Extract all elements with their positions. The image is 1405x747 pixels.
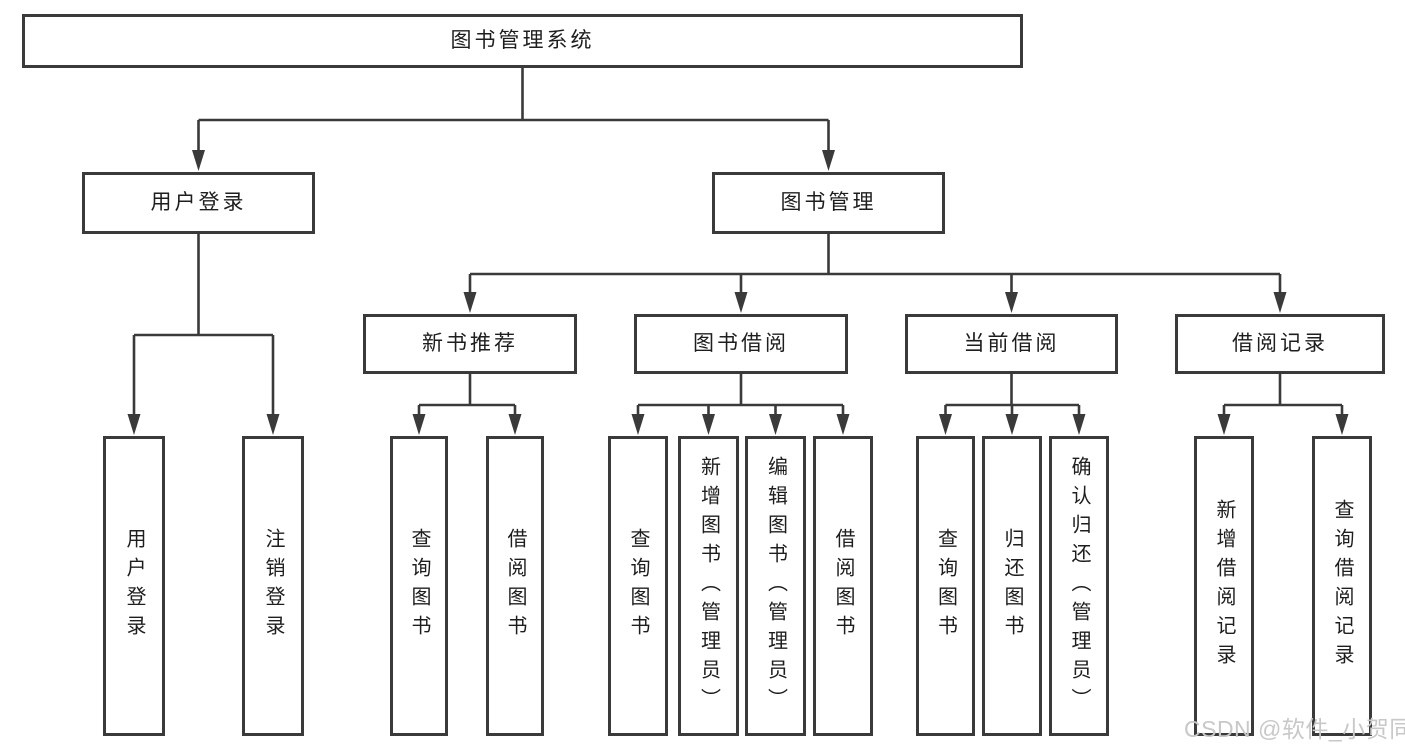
node-label: 查询图书 [408, 528, 430, 644]
node-leaf-new-query: 查询图书 [390, 436, 448, 736]
arrowhead-icon [1072, 414, 1086, 435]
node-label: 注销登录 [262, 528, 284, 644]
csdn-watermark: CSDN @软件_小贺同学 [1184, 716, 1405, 742]
arrowhead-icon [1217, 414, 1231, 435]
arrowhead-icon [1273, 292, 1287, 313]
node-label: 图书管理 [780, 191, 877, 215]
node-label: 借阅图书 [832, 528, 854, 644]
node-label: 借阅图书 [504, 528, 526, 644]
arrowhead-icon [1335, 414, 1349, 435]
node-borrow-records: 借阅记录 [1175, 314, 1385, 374]
node-leaf-logout: 注销登录 [242, 436, 304, 736]
node-leaf-bb-add: 新增图书（管理员） [678, 436, 739, 736]
arrowhead-icon [1005, 292, 1018, 313]
arrowhead-icon [631, 414, 645, 435]
node-book-borrow: 图书借阅 [634, 314, 848, 374]
node-label: 新增图书（管理员） [697, 455, 720, 717]
node-leaf-bb-borrow: 借阅图书 [813, 436, 873, 736]
node-label: 归还图书 [1001, 528, 1023, 644]
node-leaf-cb-return: 归还图书 [982, 436, 1042, 736]
arrowhead-icon [822, 150, 835, 171]
node-label: 图书管理系统 [450, 29, 595, 53]
node-leaf-bb-edit: 编辑图书（管理员） [745, 436, 806, 736]
edge-path [132, 68, 1344, 420]
arrowhead-icon [769, 414, 782, 435]
node-label: 查询图书 [934, 528, 957, 644]
arrowhead-icon [192, 150, 205, 171]
node-label: 确认归还（管理员） [1068, 455, 1090, 717]
node-label: 查询图书 [627, 528, 649, 644]
arrowhead-icon [939, 414, 952, 435]
node-label: 借阅记录 [1232, 332, 1328, 356]
node-label: 当前借阅 [963, 332, 1060, 356]
arrowhead-icon [702, 414, 715, 435]
arrowhead-icon [1005, 414, 1019, 435]
node-new-books: 新书推荐 [363, 314, 577, 374]
node-leaf-cb-query: 查询图书 [916, 436, 975, 736]
node-leaf-user-login: 用户登录 [103, 436, 165, 736]
arrowhead-icon [734, 292, 748, 313]
node-leaf-br-add: 新增借阅记录 [1194, 436, 1254, 736]
node-leaf-bb-query: 查询图书 [608, 436, 668, 736]
arrowhead-icon [508, 414, 522, 435]
node-leaf-br-query: 查询借阅记录 [1312, 436, 1372, 736]
node-label: 新书推荐 [422, 332, 518, 356]
node-label: 新增借阅记录 [1213, 499, 1235, 673]
node-root: 图书管理系统 [22, 14, 1023, 68]
node-current-borrow: 当前借阅 [905, 314, 1118, 374]
arrowhead-icon [836, 414, 850, 435]
node-label: 图书借阅 [693, 332, 789, 356]
node-leaf-new-borrow: 借阅图书 [486, 436, 544, 736]
node-label: 用户登录 [150, 191, 247, 215]
arrowhead-icon [127, 414, 141, 435]
arrowhead-icon [266, 414, 280, 435]
node-user-login: 用户登录 [82, 172, 315, 234]
node-book-mgmt: 图书管理 [712, 172, 945, 234]
arrowhead-icon [412, 414, 426, 435]
node-label: 编辑图书（管理员） [764, 455, 787, 717]
node-label: 用户登录 [123, 528, 145, 644]
node-leaf-cb-confirm: 确认归还（管理员） [1049, 436, 1109, 736]
arrowhead-icon [463, 292, 477, 313]
node-label: 查询借阅记录 [1331, 499, 1353, 673]
